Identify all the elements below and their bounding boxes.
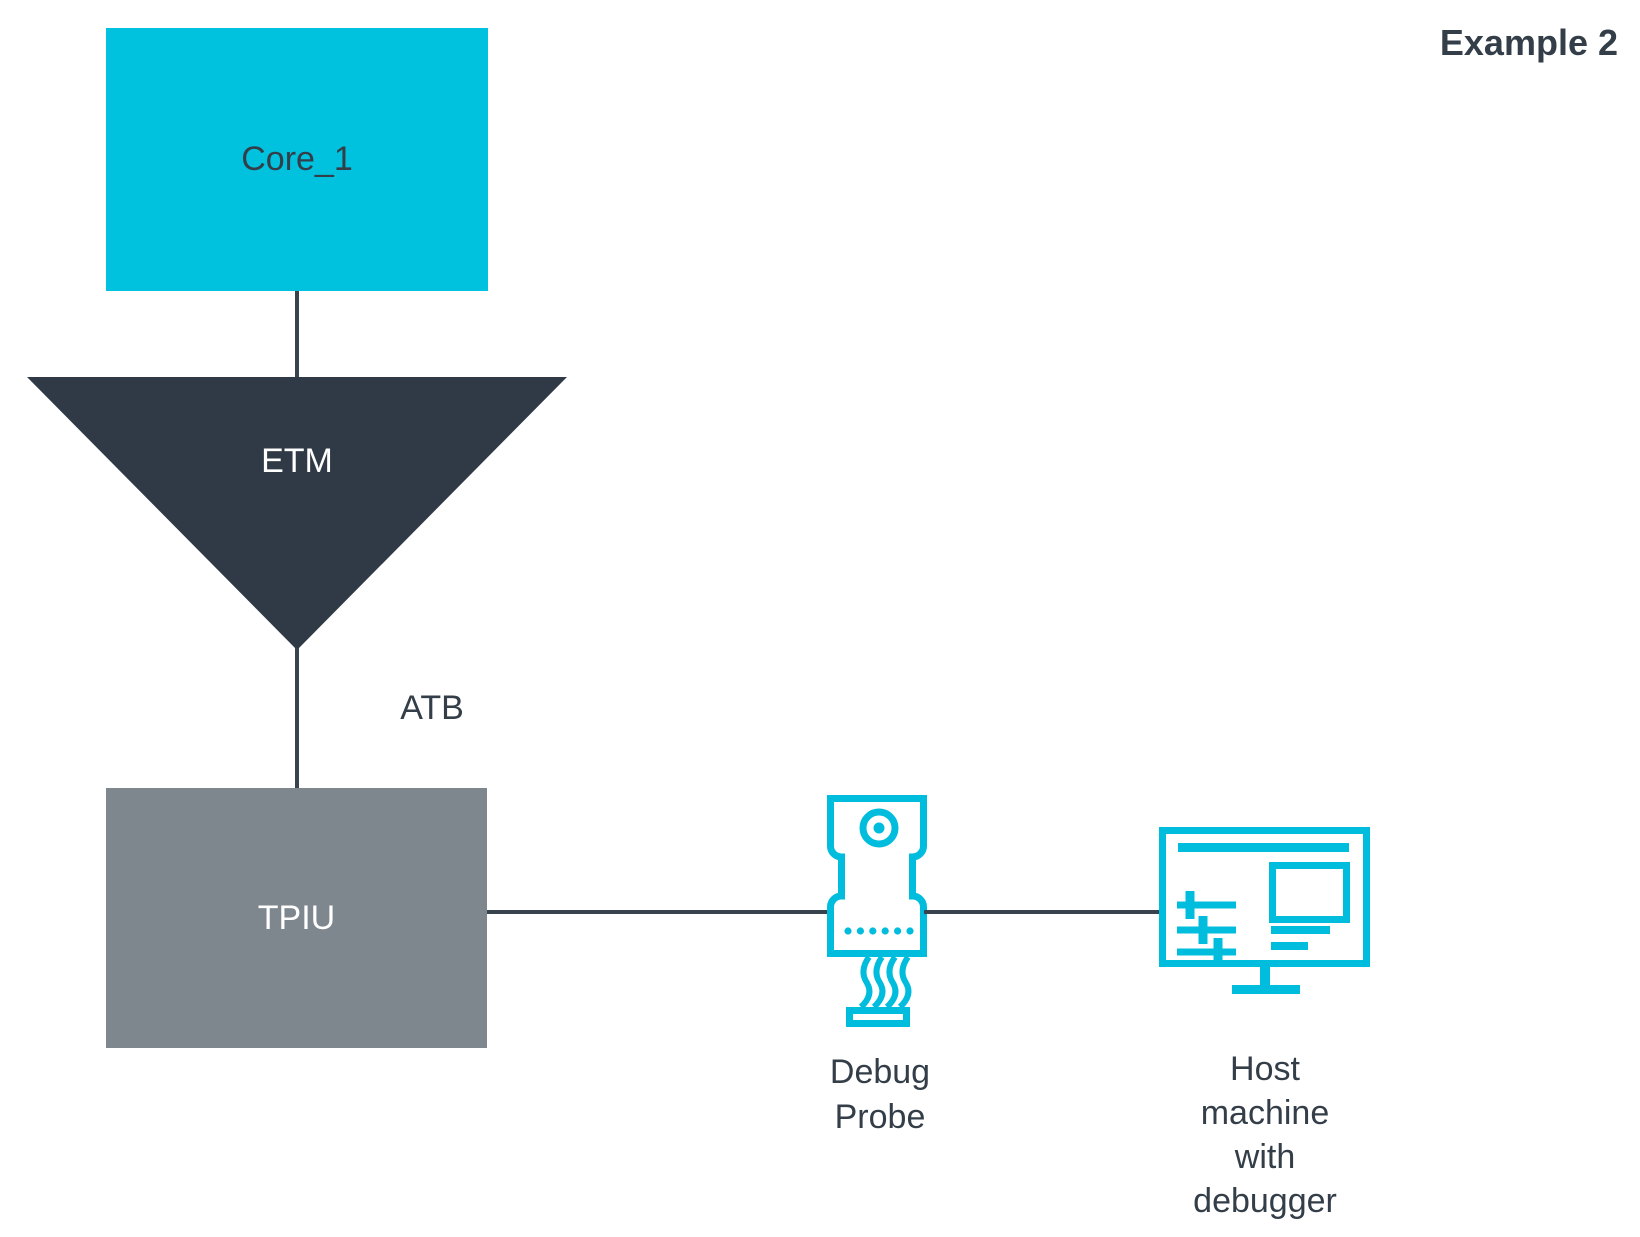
core-box: Core_1 [106, 28, 488, 291]
connector-tpiu-to-probe [487, 910, 830, 914]
tpiu-box-label: TPIU [257, 898, 336, 937]
connector-etm-to-tpiu [295, 648, 299, 788]
connector-probe-to-host [924, 910, 1162, 914]
example-title: Example 2 [1439, 22, 1618, 63]
etm-funnel-icon [27, 377, 567, 650]
tpiu-box: TPIU [106, 788, 487, 1048]
etm-label: ETM [261, 442, 333, 480]
host-machine-label: Host machine with debugger [1193, 1050, 1337, 1220]
core-box-label: Core_1 [241, 140, 353, 178]
atb-bus-label: ATB [400, 689, 464, 727]
debug-probe-label: Debug Probe [829, 1053, 931, 1136]
host-machine-icon [1159, 827, 1370, 994]
debug-probe-icon [827, 795, 927, 1027]
connector-core-to-etm [295, 291, 299, 377]
